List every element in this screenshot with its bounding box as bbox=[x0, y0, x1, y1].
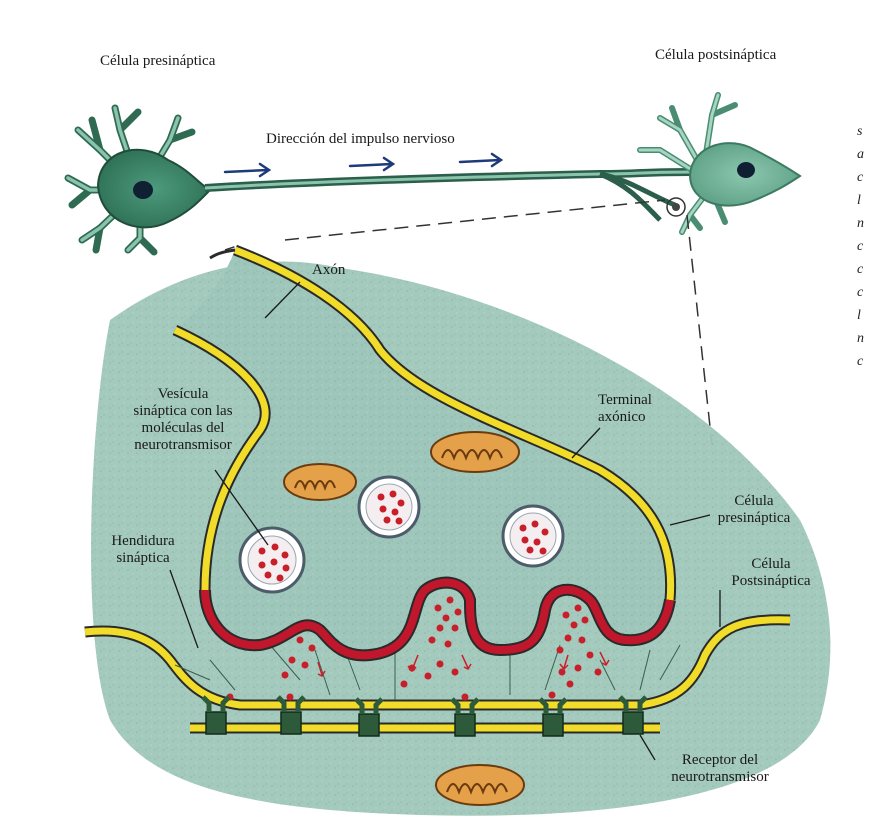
label-neurotransmitter-receptor: Receptor del neurotransmisor bbox=[640, 752, 800, 786]
impulse-arrows bbox=[225, 154, 501, 176]
label-presynaptic-cell-top: Célula presináptica bbox=[100, 53, 215, 70]
arrow-right-icon bbox=[460, 154, 501, 166]
synaptic-vesicle bbox=[240, 528, 304, 592]
label-presynaptic-cell: Célula presináptica bbox=[704, 493, 804, 527]
synaptic-vesicle bbox=[503, 506, 563, 566]
mitochondrion-1 bbox=[284, 464, 356, 500]
label-synaptic-vesicle: Vesícula sináptica con las moléculas del… bbox=[108, 386, 258, 454]
synapse-closeup bbox=[85, 250, 830, 816]
label-postsynaptic-cell: Célula Postsináptica bbox=[712, 556, 830, 590]
label-axon-terminal: Terminal axónico bbox=[598, 392, 652, 426]
mitochondrion-2 bbox=[431, 432, 519, 472]
arrow-right-icon bbox=[225, 164, 269, 176]
label-impulse-direction: Dirección del impulso nervioso bbox=[266, 131, 455, 148]
synaptic-vesicle bbox=[359, 477, 419, 537]
arrow-right-icon bbox=[350, 158, 393, 170]
postsynaptic-neuron bbox=[640, 95, 800, 232]
label-axon: Axón bbox=[312, 262, 345, 279]
label-synaptic-cleft: Hendidura sináptica bbox=[98, 533, 188, 567]
label-postsynaptic-cell-top: Célula postsináptica bbox=[655, 47, 776, 64]
mitochondrion-3 bbox=[436, 765, 524, 805]
cropped-margin-text: s a c l n c c c l n c bbox=[857, 120, 869, 373]
